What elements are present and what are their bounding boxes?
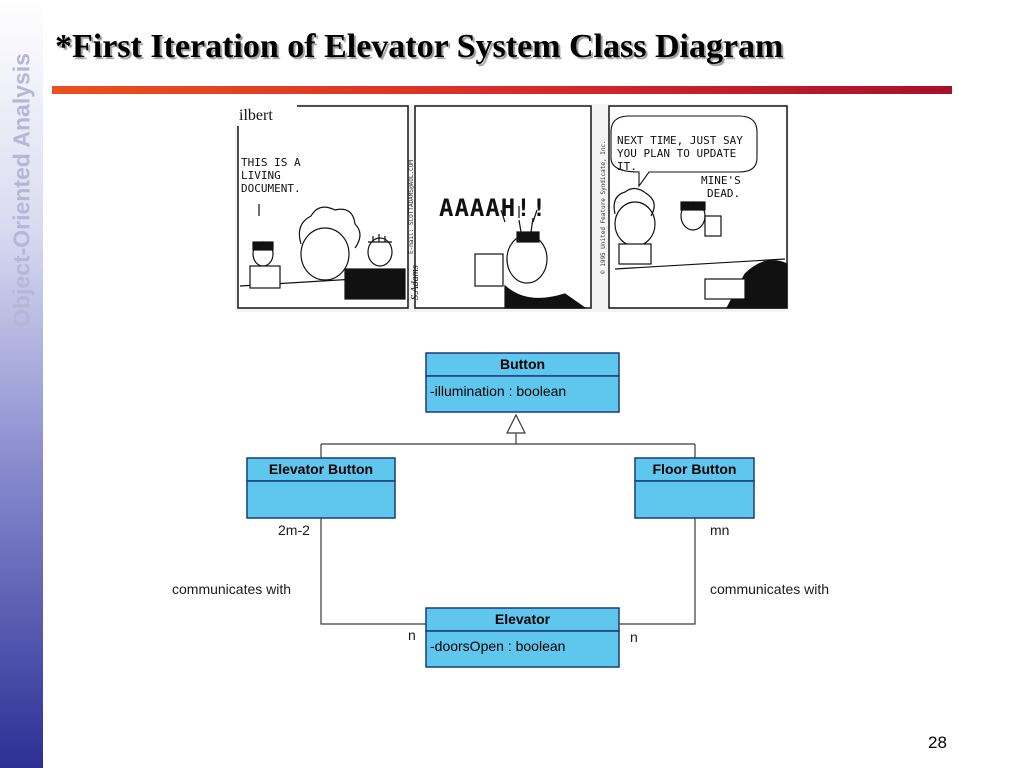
comic-panel1-figures (239, 206, 406, 300)
slide-title: *First Iteration of Elevator System Clas… (55, 28, 784, 65)
sidebar-label: Object-Oriented Analysis (8, 53, 35, 327)
class-button-name: Button (500, 356, 545, 372)
comic-strip-title: ilbert (239, 107, 273, 124)
title-underline (52, 86, 952, 94)
assoc-left-label: communicates with (172, 581, 291, 597)
comic-panel3-figures (613, 187, 788, 309)
class-floor-button[interactable]: Floor Button (634, 457, 755, 519)
class-button-attribute: -illumination : boolean (430, 383, 566, 399)
comic-signature: S.Adams (410, 265, 421, 300)
assoc-right-label: communicates with (710, 581, 829, 597)
comic-side-note-1: E-mail: SCOTTADAMS@AOL.COM (408, 160, 415, 254)
class-elevator[interactable]: Elevator -doorsOpen : boolean (425, 607, 620, 668)
association-right-line (619, 518, 696, 625)
class-elevator-name: Elevator (495, 611, 551, 627)
generalization-arrowhead (506, 413, 526, 434)
comic-panel2-caption: AAAAH!! (439, 194, 547, 222)
assoc-right-mult-bottom: n (630, 629, 638, 645)
page-number: 28 (928, 733, 947, 752)
class-elevator-button[interactable]: Elevator Button (246, 457, 396, 519)
assoc-right-mult-top: mn (710, 522, 729, 538)
sidebar-band: Object-Oriented Analysis (0, 0, 43, 768)
association-left-line (320, 518, 426, 625)
assoc-left-mult-top: 2m-2 (278, 522, 310, 538)
assoc-left-mult-bottom: n (408, 627, 416, 643)
comic-panel2-figure (474, 206, 587, 309)
comic-side-note-2: © 1995 United Feature Syndicate, Inc. (600, 140, 607, 274)
class-elevator-button-name: Elevator Button (269, 461, 373, 477)
class-button[interactable]: Button -illumination : boolean (425, 352, 620, 413)
class-elevator-attribute: -doorsOpen : boolean (430, 638, 565, 654)
class-floor-button-name: Floor Button (653, 461, 737, 477)
